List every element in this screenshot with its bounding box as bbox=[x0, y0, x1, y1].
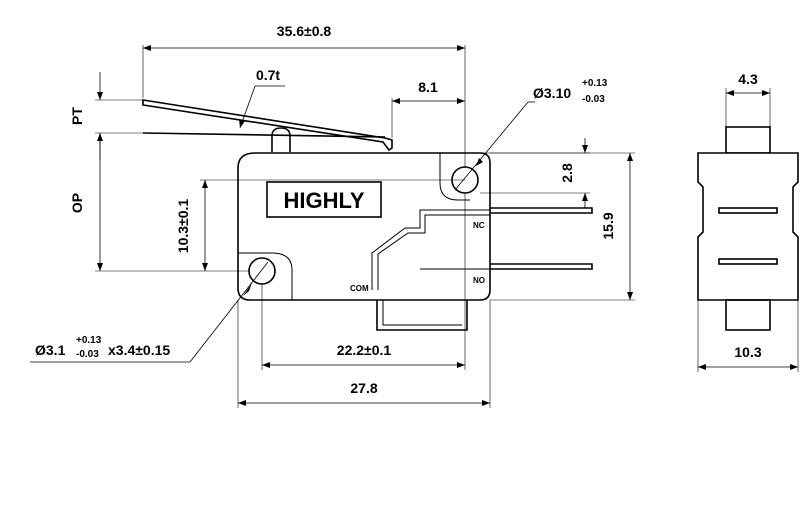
dim-lever-offset: 8.1 bbox=[418, 79, 438, 95]
lever bbox=[142, 99, 393, 152]
no-terminal bbox=[490, 263, 593, 270]
side-terminal-top bbox=[718, 207, 778, 214]
dim-body-width: 27.8 bbox=[350, 380, 377, 396]
dim-body-height-inner: 10.3±0.1 bbox=[175, 199, 191, 254]
dim-top-hole-tol-minus: -0.03 bbox=[582, 94, 605, 105]
dim-hole-spacing: 22.2±0.1 bbox=[337, 342, 392, 358]
top-boss-outline bbox=[439, 153, 470, 201]
bottom-boss-outline bbox=[238, 252, 293, 300]
side-terminal-bottom bbox=[718, 258, 778, 265]
dim-bottom-hole-tol-plus: +0.13 bbox=[76, 335, 102, 346]
dim-body-height-total: 15.9 bbox=[600, 212, 616, 239]
side-view: 4.3 10.3 bbox=[697, 71, 799, 372]
dim-terminal-offset: 2.8 bbox=[559, 163, 575, 183]
com-terminal-inner bbox=[382, 300, 462, 326]
side-body bbox=[697, 152, 799, 301]
dim-overall-length: 35.6±0.8 bbox=[277, 23, 332, 39]
internal-contact-2 bbox=[377, 214, 490, 290]
dim-top-hole-tol-plus: +0.13 bbox=[582, 78, 608, 89]
dim-pt: PT bbox=[69, 107, 85, 125]
com-label: COM bbox=[350, 284, 369, 293]
dim-op: OP bbox=[69, 193, 85, 213]
dim-lever-thickness: 0.7t bbox=[256, 67, 280, 83]
dim-bottom-hole: Ø3.1 bbox=[35, 342, 66, 358]
actuator-plunger bbox=[271, 127, 291, 152]
side-com-block bbox=[725, 299, 771, 331]
no-label: NO bbox=[473, 276, 485, 285]
dim-bottom-hole-extra: x3.4±0.15 bbox=[108, 342, 170, 358]
side-plunger bbox=[725, 126, 771, 154]
lever-base bbox=[142, 132, 386, 138]
dim-bottom-hole-tol-minus: -0.03 bbox=[76, 349, 99, 360]
dim-side-width: 10.3 bbox=[734, 344, 761, 360]
dimensions-front: 35.6±0.8 0.7t 8.1 PT OP 10.3±0.1 bbox=[30, 23, 635, 408]
nc-terminal bbox=[490, 207, 593, 214]
dim-top-hole: Ø3.10 bbox=[533, 85, 571, 101]
brand-label: HIGHLY bbox=[283, 188, 364, 213]
front-view: HIGHLY NC NO COM bbox=[142, 99, 593, 331]
nc-label: NC bbox=[473, 221, 485, 230]
brand-label-box bbox=[266, 181, 382, 218]
dim-side-top-width: 4.3 bbox=[738, 71, 758, 87]
internal-contact bbox=[371, 209, 490, 290]
com-terminal bbox=[376, 300, 468, 331]
switch-body bbox=[237, 152, 491, 301]
